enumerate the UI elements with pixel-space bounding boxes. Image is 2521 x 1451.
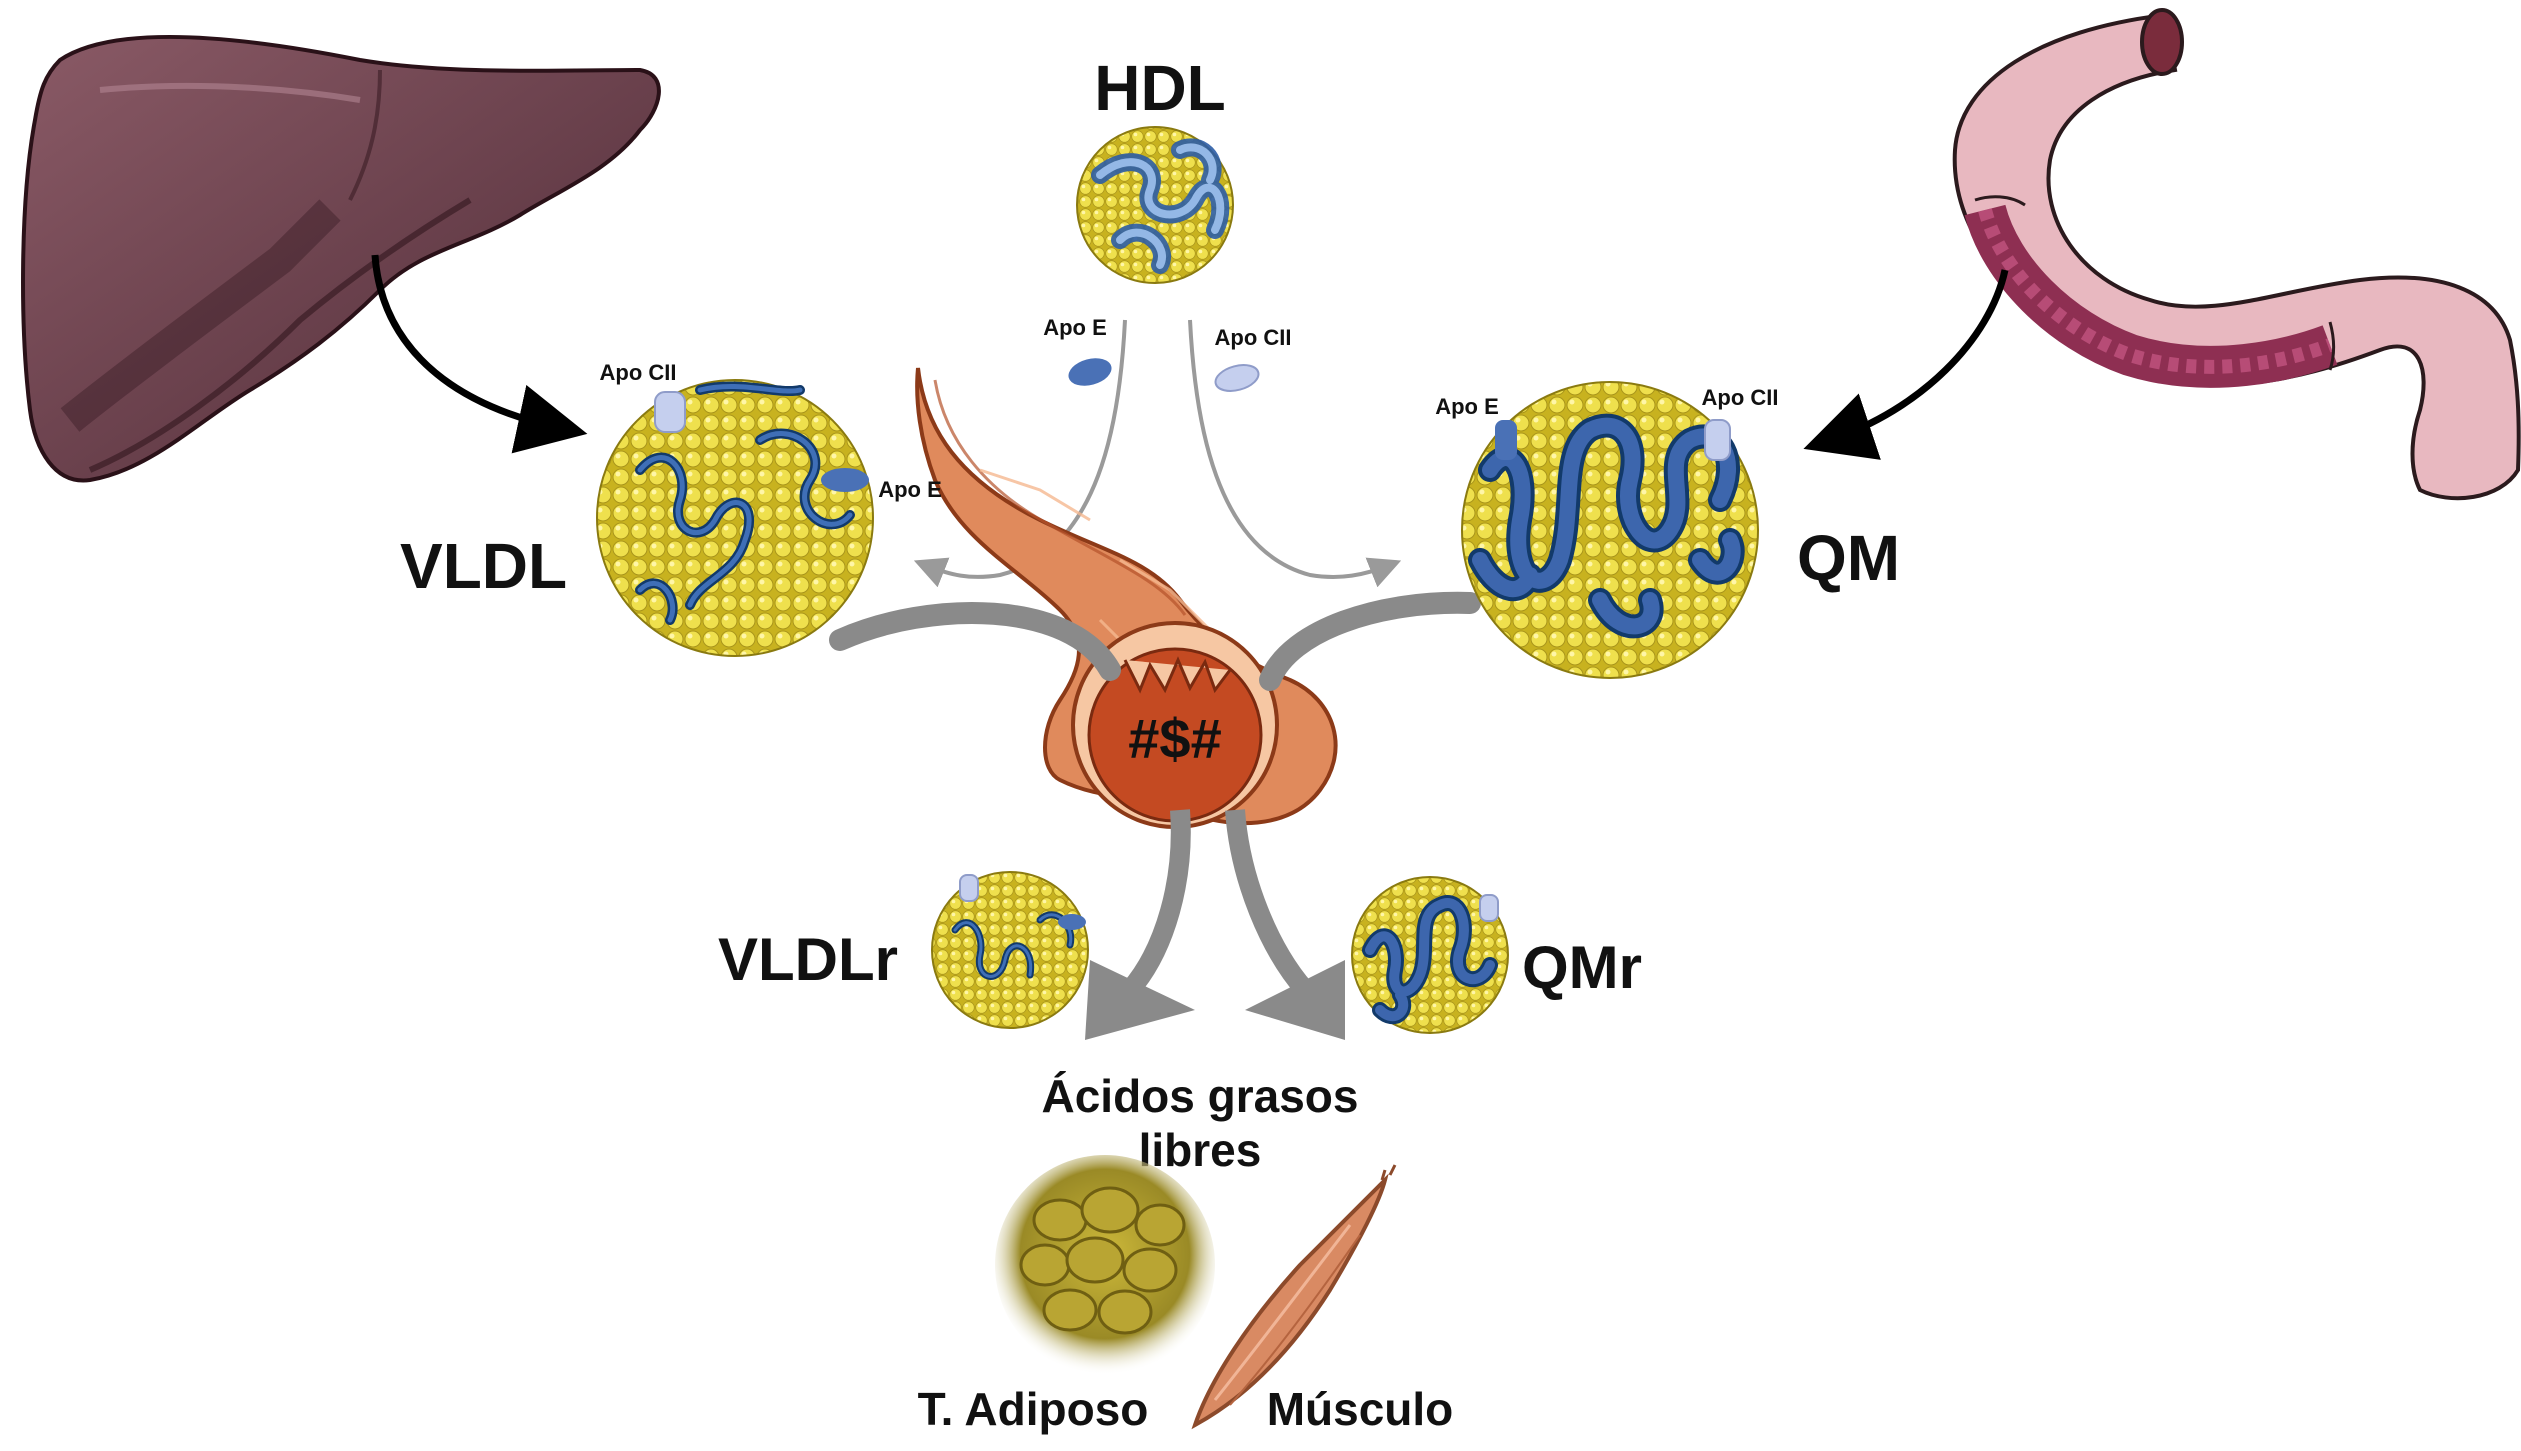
lpl-to-vldlr-arrow <box>1122 809 1191 997</box>
apo-e-icon-vldlr <box>1058 914 1086 930</box>
muscle-icon <box>1191 1164 1397 1430</box>
apo-cii-label-qm: Apo CII <box>1702 385 1779 410</box>
adiposo-label: T. Adiposo <box>918 1383 1149 1435</box>
apo-cii-icon-vldl <box>654 391 686 433</box>
apo-e-label-top: Apo E <box>1043 315 1107 340</box>
arrow-head-right <box>1245 960 1345 1040</box>
adipose-tissue-icon <box>995 1155 1215 1375</box>
apo-cii-label-top: Apo CII <box>1215 325 1292 350</box>
apo-e-icon <box>1068 358 1112 386</box>
apo-cii-icon-vldlr <box>959 874 979 902</box>
vldl-label: VLDL <box>400 530 567 602</box>
apo-e-label-vldl: Apo E <box>878 477 942 502</box>
lpl-to-qmr-arrow <box>1225 809 1313 997</box>
vldlr-particle <box>931 871 1089 1029</box>
apo-e-label-qm: Apo E <box>1435 394 1499 419</box>
hdl-to-qm-exchange-arrow <box>1188 319 1402 588</box>
acidos-grasos-label-line1: Ácidos grasos <box>1042 1070 1359 1122</box>
apo-cii-label-vldl: Apo CII <box>600 360 677 385</box>
hdl-particle <box>1076 126 1234 284</box>
apo-cii-icon-qm <box>1704 419 1731 461</box>
qm-to-lpl-arrow <box>1259 591 1481 691</box>
liver-icon <box>21 34 661 483</box>
vldl-to-lpl-arrow <box>829 602 1121 681</box>
apo-e-icon-qm <box>1495 420 1517 460</box>
qm-label: QM <box>1797 522 1900 594</box>
apo-e-icon-vldl <box>821 468 869 492</box>
liver-to-vldl-arrow <box>371 254 588 454</box>
qm-particle <box>1461 381 1759 679</box>
qmr-particle <box>1351 876 1509 1034</box>
musculo-label: Músculo <box>1267 1383 1454 1435</box>
intestine-icon <box>1952 8 2521 501</box>
vldl-particle <box>596 379 874 657</box>
arrow-head-left <box>1085 960 1195 1040</box>
acidos-grasos-label-line2: libres <box>1139 1124 1262 1176</box>
qmr-label: QMr <box>1522 934 1642 1001</box>
pancreas-gland-icon <box>915 367 1338 829</box>
intestine-to-qm-arrow <box>1803 269 2009 460</box>
center-label: #$# <box>1128 707 1221 770</box>
apo-cii-icon <box>1214 364 1260 392</box>
vldlr-label: VLDLr <box>718 926 898 993</box>
hdl-label: HDL <box>1094 52 1226 124</box>
apo-cii-icon-qmr <box>1479 894 1499 922</box>
